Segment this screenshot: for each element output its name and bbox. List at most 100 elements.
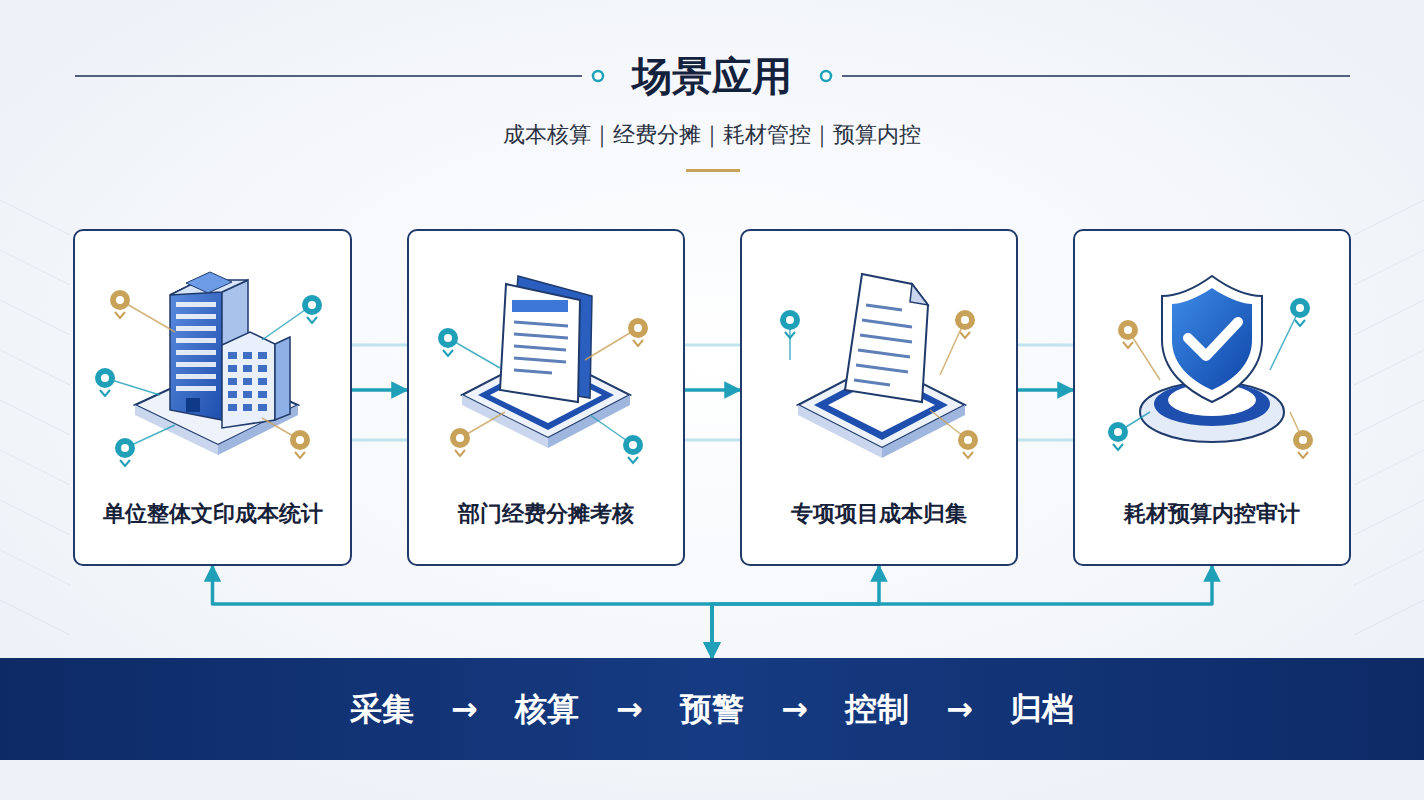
- pin-markers: [628, 318, 648, 338]
- grid-texture: [0, 350, 70, 385]
- building-illustration: [228, 391, 237, 398]
- building-illustration: [258, 365, 267, 372]
- pin-markers: [1114, 428, 1122, 436]
- file-illustration: [882, 405, 965, 458]
- pin-markers: [456, 434, 464, 442]
- building-illustration: [243, 378, 252, 385]
- pin-markers: [629, 441, 637, 449]
- pin-markers: [785, 332, 795, 338]
- card-label: 部门经费分摊考核: [458, 501, 634, 527]
- grid-texture: [1354, 400, 1424, 435]
- building-illustration: [135, 272, 298, 455]
- pin-markers: [1296, 304, 1304, 312]
- card-label: 单位整体文印成本统计: [103, 501, 323, 527]
- card-guide-lines: [352, 439, 407, 442]
- building-illustration: [176, 314, 216, 319]
- flow-connector: [712, 566, 1212, 658]
- building-illustration: [170, 280, 222, 420]
- card-fill: [73, 229, 1351, 566]
- file-illustration: [798, 405, 882, 458]
- scenario-card: 耗材预算内控审计: [1073, 229, 1351, 566]
- process-steps: 采集 → 核算 → 预警 → 控制 → 归档: [350, 690, 1074, 728]
- card-guide-lines: [1018, 439, 1073, 442]
- pin-markers: [623, 435, 643, 455]
- document-illustration: [514, 334, 568, 338]
- building-illustration: [258, 352, 267, 359]
- pin-markers: [308, 301, 316, 309]
- shield-illustration: [1172, 288, 1252, 390]
- gold-underline: [686, 169, 740, 172]
- scenario-card: 单位整体文印成本统计: [73, 229, 352, 566]
- card-label: 专项项目成本归集: [791, 501, 967, 527]
- file-illustration: [858, 350, 910, 357]
- pin-markers: [95, 290, 1313, 466]
- card-guide-lines: [352, 345, 1073, 440]
- building-illustration: [258, 404, 267, 411]
- file-illustration: [854, 380, 890, 385]
- document-illustration: [512, 300, 568, 312]
- building-illustration: [176, 362, 216, 367]
- building-illustration: [275, 337, 290, 420]
- grid-texture: [0, 300, 70, 335]
- grid-texture: [1354, 500, 1424, 535]
- file-illustration: [866, 305, 902, 310]
- card-guide-lines: [685, 439, 740, 442]
- pin-markers: [121, 444, 129, 452]
- pin-markers: [443, 350, 453, 356]
- file-illustration: [845, 274, 928, 402]
- document-illustration: [514, 370, 552, 373]
- pin-markers: [960, 332, 970, 338]
- title-rule: [75, 75, 582, 77]
- building-illustration: [258, 391, 267, 398]
- pin-markers: [963, 452, 973, 458]
- grid-texture: [0, 550, 70, 585]
- file-illustration: [910, 284, 928, 305]
- pin-markers: [120, 460, 130, 466]
- building-illustration: [176, 302, 216, 307]
- file-illustration: [856, 365, 908, 372]
- grid-texture: [0, 400, 70, 435]
- pin-markers: [115, 312, 125, 318]
- grid-texture: [1354, 450, 1424, 485]
- building-illustration: [228, 365, 237, 372]
- card-fill: [407, 229, 685, 566]
- pin-markers: [633, 340, 643, 346]
- building-illustration: [176, 374, 216, 379]
- card-guide-lines: [352, 344, 407, 347]
- title-rule: [821, 71, 831, 81]
- building-illustration: [186, 272, 232, 293]
- pin-markers: [1113, 444, 1123, 450]
- grid-texture: [1354, 550, 1424, 585]
- flow-connector: [213, 566, 713, 658]
- pin-markers: [1298, 452, 1308, 458]
- building-illustration: [243, 391, 252, 398]
- card-guide-lines: [1018, 344, 1073, 347]
- grid-texture: [1354, 350, 1424, 385]
- pin-markers: [786, 316, 794, 324]
- pin-markers: [110, 290, 130, 310]
- grid-texture: [1354, 200, 1424, 235]
- flow-connector: [685, 388, 740, 392]
- pin-markers: [1270, 308, 1300, 370]
- pin-markers: [302, 295, 322, 315]
- shield-illustration: [1162, 276, 1262, 402]
- grid-texture: [0, 500, 70, 535]
- file-illustration: [854, 305, 912, 385]
- document-illustration: [548, 395, 630, 448]
- flow-connector: [352, 388, 407, 392]
- document-illustration: [500, 284, 580, 402]
- card-label: 耗材预算内控审计: [1124, 501, 1300, 527]
- document-illustration: [514, 346, 566, 350]
- scenario-card: 部门经费分摊考核: [407, 229, 685, 566]
- pin-markers: [634, 324, 642, 332]
- pin-markers: [958, 430, 978, 450]
- building-illustration: [243, 352, 252, 359]
- card-fill: [740, 229, 1018, 566]
- pin-markers: [455, 450, 465, 456]
- pin-markers: [1124, 326, 1132, 334]
- grid-texture: [0, 250, 70, 285]
- building-illustration: [176, 302, 216, 391]
- pin-markers: [438, 328, 458, 348]
- building-illustration: [176, 386, 216, 391]
- subtitle: 成本核算｜经费分摊｜耗材管控｜预算内控: [0, 122, 1424, 148]
